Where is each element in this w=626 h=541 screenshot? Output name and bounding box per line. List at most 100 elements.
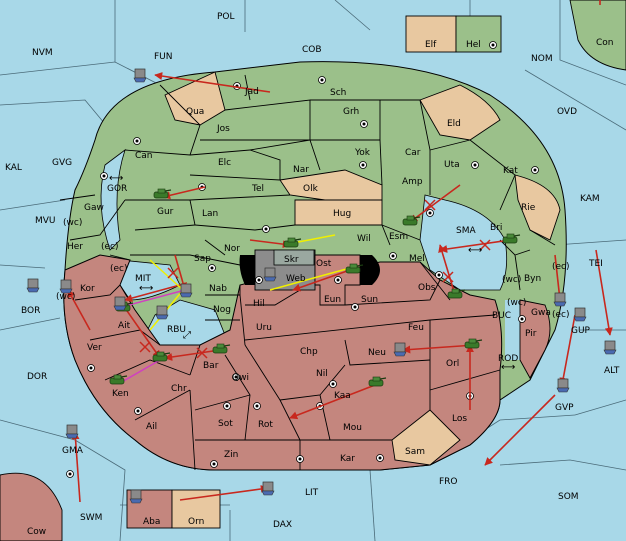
province-label-ail: Ail	[146, 422, 157, 432]
province-label-jad: Jad	[244, 87, 259, 97]
province-rie[interactable]	[514, 174, 561, 241]
province-label-elf: Elf	[425, 40, 437, 50]
province-pir[interactable]	[519, 299, 551, 379]
ship-icon	[65, 424, 79, 439]
province-label-ec2: (ec)	[110, 264, 128, 274]
province-label-ver: Ver	[87, 343, 102, 353]
sea-label-gvg: GVG	[52, 158, 72, 168]
province-label-aba: Aba	[143, 517, 160, 527]
sea-label-dax: DAX	[273, 520, 292, 530]
province-label-qwi: Qwi	[232, 373, 249, 383]
svg-text:⤢: ⤢	[183, 330, 191, 341]
province-label-kor: Kor	[80, 284, 95, 294]
province-label-sap: Sap	[194, 254, 211, 264]
province-label-rot: Rot	[258, 420, 273, 430]
sea-label-cob: COB	[302, 45, 322, 55]
province-label-los: Los	[452, 414, 467, 424]
province-label-chr: Chr	[171, 384, 187, 394]
province-label-her: Her	[67, 242, 83, 252]
province-label-esm: Esm	[389, 232, 408, 242]
ship-icon	[553, 292, 567, 307]
ship-icon	[133, 68, 147, 83]
province-label-pir: Pir	[525, 329, 537, 339]
province-label-ec4: (ec)	[552, 262, 570, 272]
sea-label-cow: Cow	[27, 527, 46, 537]
sea-label-alt: ALT	[604, 366, 620, 376]
province-label-byn: Byn	[524, 274, 541, 284]
province-label-neu: Neu	[368, 348, 386, 358]
province-label-kar: Kar	[340, 454, 355, 464]
province-label-hil: Hil	[253, 299, 265, 309]
sea-label-lit: LIT	[305, 488, 319, 498]
province-label-wc2: (wc)	[56, 292, 75, 302]
province-label-rie: Rie	[521, 203, 536, 213]
province-label-jos: Jos	[216, 124, 230, 134]
province-label-nar: Nar	[293, 165, 309, 175]
province-label-lan: Lan	[202, 209, 218, 219]
province-label-wc1: (wc)	[63, 218, 82, 228]
sea-label-mit: MIT	[135, 274, 151, 284]
province-label-car: Car	[405, 148, 421, 158]
province-label-wc4: (wc)	[507, 298, 526, 308]
sea-label-gor: GOR	[107, 184, 127, 194]
province-label-mel: Mel	[409, 254, 425, 264]
province-label-bar: Bar	[203, 361, 219, 371]
province-label-web: Web	[286, 274, 306, 284]
province-label-ec1: (ec)	[101, 242, 119, 252]
ship-icon	[26, 278, 40, 293]
province-label-wil: Wil	[357, 234, 371, 244]
province-label-sot: Sot	[218, 419, 233, 429]
sea-label-fun: FUN	[154, 52, 173, 62]
province-label-can: Can	[135, 151, 153, 161]
supply-centers	[66, 41, 539, 478]
province-label-gur: Gur	[157, 207, 174, 217]
ship-icon	[179, 283, 193, 298]
ship-icon	[261, 481, 275, 496]
ship-icon	[113, 296, 127, 311]
sea-label-bor: BOR	[21, 306, 40, 316]
province-cow[interactable]	[0, 472, 63, 541]
sea-label-som: SOM	[558, 492, 579, 502]
province-label-chp: Chp	[300, 347, 318, 357]
fortress-wall-west	[239, 255, 255, 285]
province-label-uta: Uta	[444, 160, 460, 170]
province-label-kat: Kat	[503, 166, 518, 176]
sea-label-gma: GMA	[62, 446, 84, 456]
connection-arrows: ⟷ ⟷ ⤢ ⟷ ⟷	[109, 173, 515, 373]
sea-label-pol: POL	[217, 12, 235, 22]
ship-icon	[263, 267, 277, 282]
province-label-sam: Sam	[405, 447, 425, 457]
sea-labels: POL FUN COB NVM NOM Con OVD KAL GVG KAM …	[5, 12, 620, 537]
sea-label-kam: KAM	[580, 194, 600, 204]
sea-label-dor: DOR	[27, 372, 47, 382]
province-label-feu: Feu	[408, 323, 424, 333]
svg-text:⟷: ⟷	[139, 283, 153, 294]
ship-icon	[393, 342, 407, 357]
province-label-hel: Hel	[466, 40, 481, 50]
province-sam[interactable]	[391, 409, 461, 466]
sea-label-swm: SWM	[80, 513, 102, 523]
province-eld[interactable]	[419, 84, 501, 141]
province-label-ait: Ait	[118, 321, 131, 331]
province-label-eun: Eun	[324, 295, 341, 305]
province-label-sun: Sun	[361, 295, 378, 305]
sea-label-rod: ROD	[498, 354, 518, 364]
failed-order-marks	[139, 199, 491, 359]
province-label-uru: Uru	[256, 323, 272, 333]
province-skr[interactable]	[273, 249, 315, 266]
province-label-ken: Ken	[112, 389, 129, 399]
sea-label-rbu: RBU	[167, 325, 186, 335]
order-arrows	[67, 0, 613, 503]
province-label-nor: Nor	[224, 244, 240, 254]
province-label-bri: Bri	[490, 223, 502, 233]
ship-icon	[603, 340, 617, 355]
province-label-obs: Obs	[418, 283, 436, 293]
legend-elf-box	[405, 15, 457, 53]
province-label-olk: Olk	[303, 184, 319, 194]
province-label-gaw: Gaw	[84, 203, 104, 213]
sea-label-con: Con	[596, 38, 614, 48]
province-label-qua: Qua	[186, 107, 204, 117]
province-qua[interactable]	[164, 71, 226, 126]
sea-label-kal: KAL	[5, 163, 22, 173]
province-label-ec3: (ec)	[552, 310, 570, 320]
